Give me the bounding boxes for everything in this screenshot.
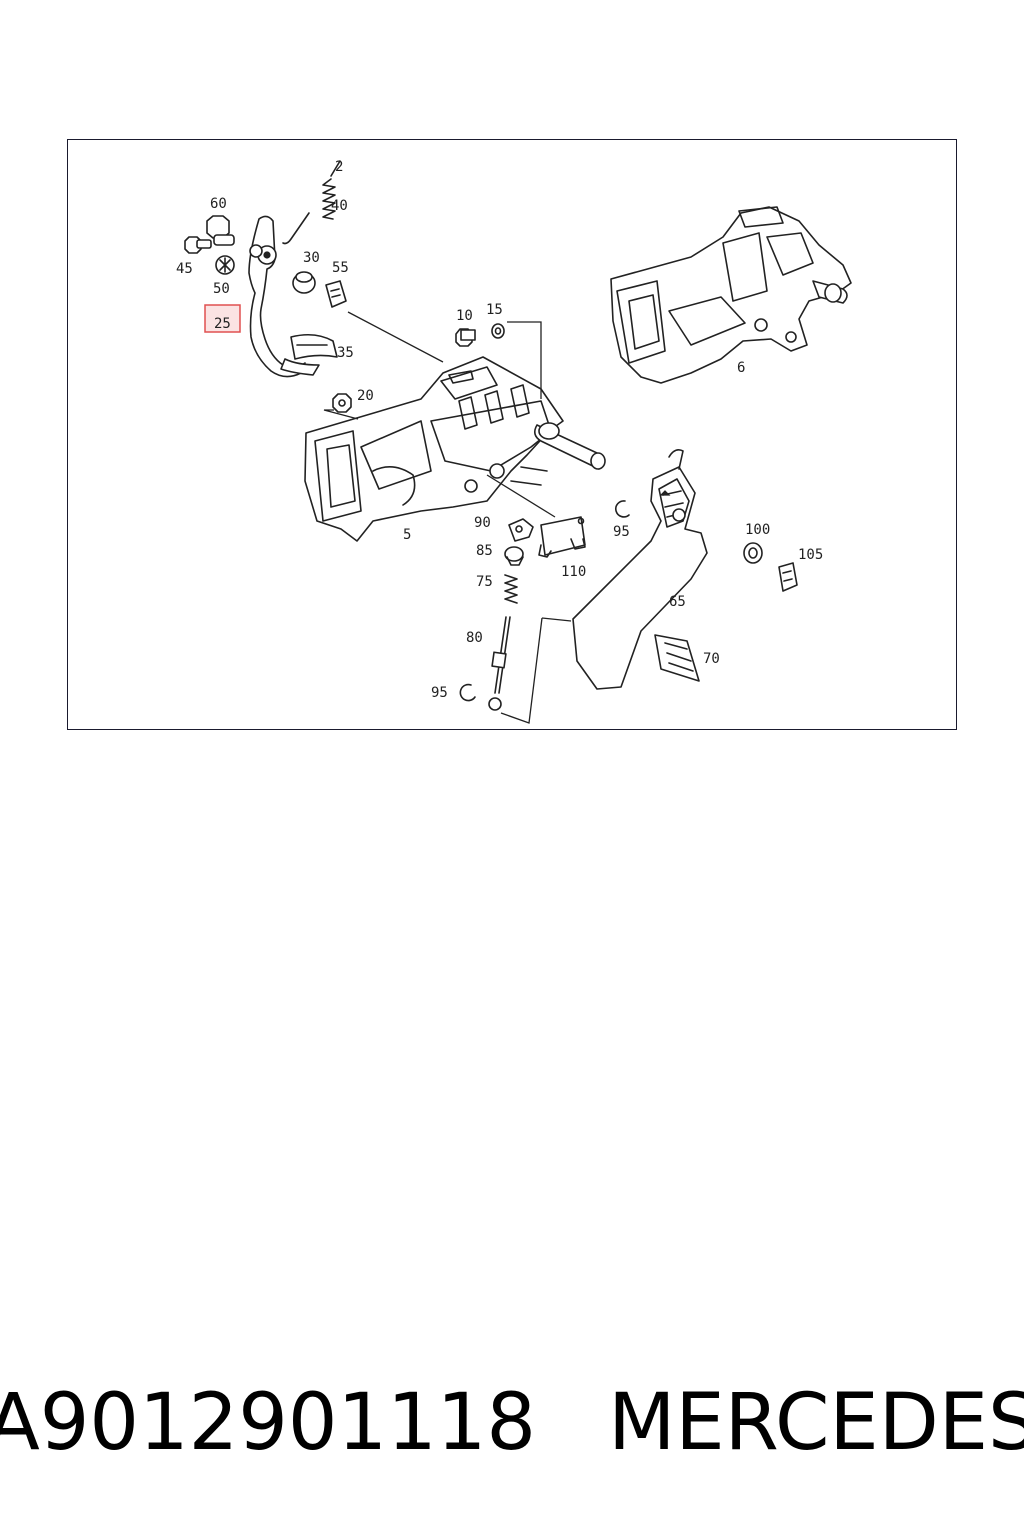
rod-part-80 [488,616,511,711]
callout-55: 55 [332,260,349,276]
callout-90: 90 [474,515,491,531]
exploded-parts-diagram: 2 40 60 45 50 30 55 25 35 10 15 20 6 5 9… [176,159,852,724]
clip-part-95-upper [615,500,630,518]
washer-part-100 [743,542,763,564]
callout-100: 100 [745,522,770,538]
callout-30: 30 [303,250,320,266]
callout-25: 25 [214,316,231,332]
pedal-pad-part-70 [654,634,700,682]
pivot-part-90 [508,518,534,542]
callout-60: 60 [210,196,227,212]
callout-2: 2 [335,159,343,175]
pedal-bracket-part-5 [304,356,606,542]
bolt-part-45 [184,236,212,254]
product-caption: A9012901118 MERCEDES [0,1368,1024,1478]
highlight-box-callout-25 [204,304,241,333]
callout-50: 50 [213,281,230,297]
leader-lines [323,311,572,724]
bush-part-30 [292,271,316,294]
clip-part-95-lower [459,683,476,702]
brand-name: MERCEDES [608,1378,1024,1468]
callout-65: 65 [669,594,686,610]
washer-part-50 [215,255,235,275]
callout-6: 6 [737,360,745,376]
parts-diagram-frame: 2 40 60 45 50 30 55 25 35 10 15 20 6 5 9… [67,139,957,730]
callout-35: 35 [337,345,354,361]
callout-15: 15 [486,302,503,318]
callout-45: 45 [176,261,193,277]
bolt-part-60 [206,215,235,246]
callout-110: 110 [561,564,586,580]
callout-labels: 2 40 60 45 50 30 55 25 35 10 15 20 6 5 9… [176,159,823,701]
pad-part-35 [280,333,338,376]
callout-75: 75 [476,574,493,590]
callout-105: 105 [798,547,823,563]
bolt-part-10 [455,328,476,347]
callout-5: 5 [403,527,411,543]
bushing-part-85 [504,546,524,566]
clip-part-55 [325,280,347,308]
clip-part-105 [778,562,798,592]
bracket-part-110 [538,516,586,558]
spring-part-40 [282,160,341,245]
callout-95-lower: 95 [431,685,448,701]
pedal-arm-part-65 [572,449,708,690]
part-number: A9012901118 [0,1378,537,1468]
callout-10: 10 [456,308,473,324]
callout-20: 20 [357,388,374,404]
callout-70: 70 [703,651,720,667]
callout-40: 40 [331,198,348,214]
callout-95-upper: 95 [613,524,630,540]
callout-80: 80 [466,630,483,646]
spring-part-75 [504,574,518,604]
callout-85: 85 [476,543,493,559]
nut-part-20 [332,393,352,413]
bracket-part-6 [610,206,852,384]
washer-part-15 [491,323,505,339]
